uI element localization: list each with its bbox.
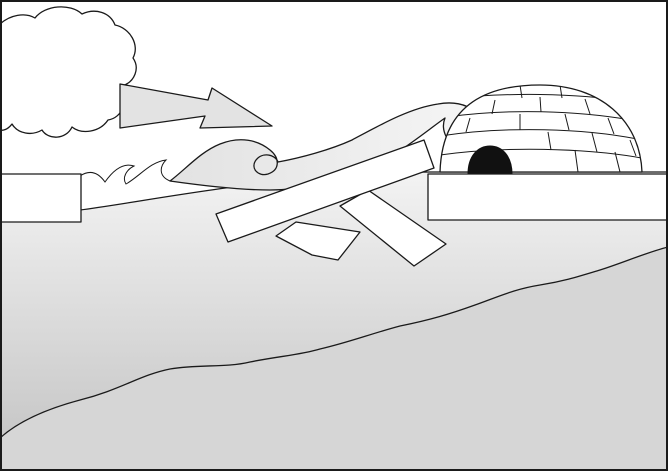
ice-slab-lower (275, 221, 361, 261)
surface-waves (79, 159, 171, 185)
ice-slab-main (215, 139, 435, 243)
sea-ice-left (0, 173, 82, 223)
sea-ice-right (427, 173, 668, 221)
seafloor (0, 246, 668, 471)
igloo-entrance (467, 145, 513, 175)
broken-ice-slabs (215, 139, 447, 267)
wind-arrow (119, 83, 273, 129)
storm-cloud (0, 6, 137, 138)
